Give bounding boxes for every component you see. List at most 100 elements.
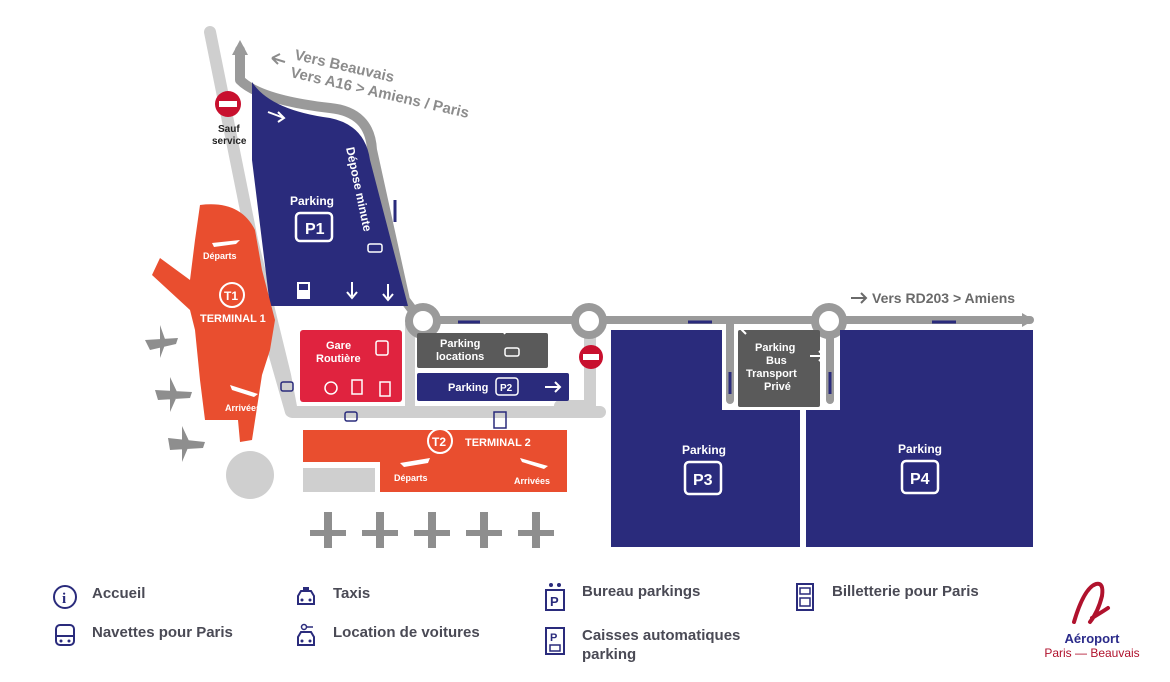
taxi-icon [344,411,358,422]
p2-zone [417,373,569,401]
t2-departs-plane-icon [400,458,430,467]
p2-label: Parking [448,382,488,394]
plane-icon [310,512,346,548]
t1-arrivals-plane-icon [230,385,258,397]
info-icon [324,381,338,395]
locations-zone [417,333,548,368]
airport-map: Vers Beauvais Vers A16 > Amiens / Paris … [145,26,1034,548]
legend-accueil-label: Accueil [92,585,146,602]
bureau-icon [493,411,507,429]
rental-car-icon [297,623,315,646]
legend-location: Location de voitures [293,623,480,649]
p3-code: P3 [693,472,713,489]
gare-line1: Gare [326,340,351,352]
bus-icon [375,340,389,356]
terminal2-zone [303,430,567,492]
legend-billetterie-label: Billetterie pour Paris [832,583,979,600]
legend-navettes: Navettes pour Paris [52,623,233,649]
legend-accueil: i Accueil [52,584,145,610]
no-entry-icon-2 [579,345,603,369]
t1-arrivees: Arrivées [225,403,261,413]
p1-code: P1 [305,221,325,238]
plane-icon [362,512,398,548]
logo-line1: Aéroport [1064,631,1120,646]
p4-code: P4 [910,471,930,488]
p3-label: Parking [682,443,726,457]
bureau-parking-icon: P [545,583,565,611]
t1-badge: T1 [224,289,238,303]
p3-code-box [683,460,723,496]
p4-code-box [900,459,940,495]
down-arrow-icon [346,282,358,300]
legend-bureau-label: Bureau parkings [582,583,701,600]
bus-line3: Transport [746,368,797,380]
legend-billetterie: Billetterie pour Paris [792,582,979,612]
roundabout-grey [226,451,274,499]
sauf-label-1: Sauf [218,124,240,135]
road-arrow-north [232,40,248,55]
planes-left [145,325,205,462]
legend-bureau: P Bureau parkings [542,582,700,612]
legend-caisses-label: Caisses automatiques parking [582,627,741,663]
info-icon: i [53,585,77,609]
bus-line1: Parking [755,342,795,354]
rd203-label: Vers RD203 > Amiens [872,290,1015,306]
p2-code: P2 [500,383,513,394]
beauvais-arrow-icon [271,53,286,65]
p3-zone [611,330,800,547]
logo-line2: Paris — Beauvais [1044,646,1140,660]
p1-label: Parking [290,194,334,208]
bus-zone [738,330,820,407]
p1-zone [252,82,408,306]
left-road [204,26,606,418]
entry-arrow-icon [499,324,506,335]
plane-icon [168,426,205,462]
legend-caisses: P Caisses automatiques parking [542,626,772,664]
roundabout-1 [405,303,441,339]
t2-badge-circle [427,428,453,454]
down-arrow-icon-2 [382,284,394,302]
legend-navettes-label: Navettes pour Paris [92,624,233,641]
plane-icon [466,512,502,548]
logo-mark-icon [1072,581,1110,624]
no-entry-icon [215,91,241,117]
plane-icon [155,377,192,412]
legend-taxis: Taxis [293,584,370,610]
entry-arrow-icon [737,325,747,335]
entry-arrow-icon [267,111,286,123]
legend-taxis-label: Taxis [333,585,371,602]
rental-car-icon [504,347,520,357]
t2-grey-block [303,468,375,492]
legend-location-label: Location de voitures [333,624,480,641]
t2-arrivees: Arrivées [514,476,550,486]
billetterie-icon [351,379,363,395]
bus-icon [55,624,75,646]
t1-departs-plane-icon [212,240,240,247]
t2-departs: Départs [394,473,428,483]
gare-line2: Routière [316,353,361,365]
roundabouts [405,303,847,339]
roundabout-2 [571,303,607,339]
taxi-icon [297,587,315,605]
rd203-arrow-icon [851,292,868,304]
caisse-icon [297,282,310,299]
caisse-icon: P [545,627,565,655]
billetterie-icon [796,583,814,611]
t1-name: TERMINAL 1 [200,313,266,325]
sauf-label-2: service [212,136,247,147]
car-icon [367,243,383,253]
road-arrow-east [1022,313,1034,327]
roundabout-3 [811,303,847,339]
svg-text:P: P [550,594,559,609]
t2-arrivals-plane-icon [520,458,548,469]
p1-code-box [294,211,334,243]
p2-code-box [495,377,519,396]
plane-icon [518,512,554,548]
t1-departs: Départs [203,251,237,261]
bus-line4: Privé [764,381,791,393]
terminal1-zone [152,204,275,442]
entry-arrow-icon [810,350,826,362]
airport-logo: Aéroport Paris — Beauvais [1032,578,1152,668]
locations-line2: locations [436,351,484,363]
p4-label: Parking [898,442,942,456]
